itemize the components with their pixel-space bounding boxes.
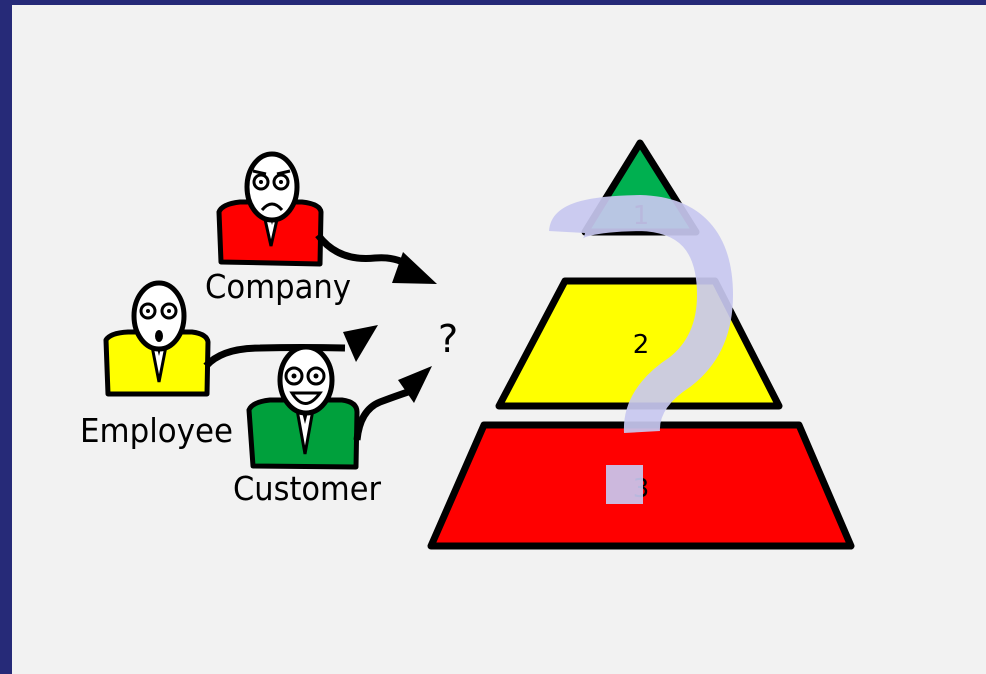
large-question-dot (606, 465, 643, 504)
customer-smile (289, 391, 323, 405)
employee-arrow (203, 344, 346, 369)
company-arrowhead (392, 252, 437, 284)
employee-label: Employee (80, 411, 233, 450)
employee-arrowhead (343, 325, 378, 362)
pyramid-level-2-label: 2 (633, 330, 650, 360)
customer-figure (246, 344, 360, 470)
company-label: Company (205, 267, 351, 306)
company-frown (260, 202, 284, 212)
large-question-overlay: ? (0, 0, 734, 504)
customer-arrow (353, 388, 410, 441)
customer-shirt (294, 403, 316, 455)
employee-mouth (155, 330, 163, 342)
customer-label: Customer (233, 469, 381, 508)
company-arrow (315, 232, 415, 271)
company-figure (216, 151, 324, 267)
customer-arrowhead (398, 366, 432, 403)
large-question-curve (549, 194, 734, 434)
large-question-mark: ? (0, 0, 1, 1)
employee-head (131, 280, 187, 352)
small-question-mark: ? (438, 317, 458, 361)
employee-figure (103, 280, 211, 397)
company-head (244, 151, 300, 223)
